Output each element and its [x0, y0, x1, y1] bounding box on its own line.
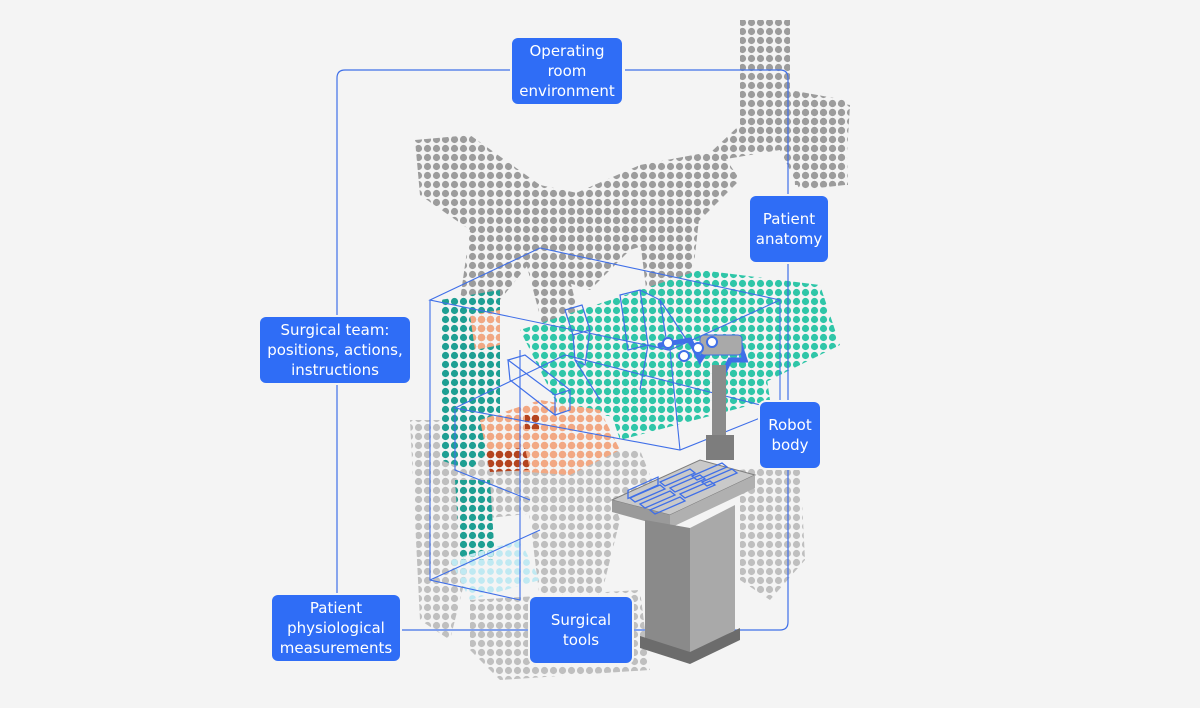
- robot-arms-dotted: [410, 20, 850, 680]
- label-line: body: [771, 436, 809, 454]
- robot-arm-small: [657, 334, 749, 460]
- label-surgical-team: Surgical team: positions, actions, instr…: [260, 317, 410, 383]
- label-patient-anatomy: Patient anatomy: [750, 196, 828, 262]
- label-surgical-tools: Surgical tools: [530, 597, 632, 663]
- label-line: environment: [519, 82, 615, 100]
- label-line: measurements: [279, 639, 393, 657]
- label-line: Surgical team:: [280, 321, 390, 339]
- label-line: Robot: [768, 416, 812, 434]
- label-line: instructions: [291, 361, 379, 379]
- label-line: anatomy: [755, 230, 823, 248]
- boundary-lines: [336, 69, 789, 631]
- instrument-console: [610, 459, 757, 664]
- surgical-tools-wireframe: [506, 289, 691, 417]
- label-line: Patient: [309, 599, 363, 617]
- label-robot-body: Robot body: [760, 402, 820, 468]
- label-patient-physiological-measurements: Patient physiological measurements: [272, 595, 400, 661]
- label-line: Operating: [529, 42, 605, 60]
- label-line: Surgical: [550, 611, 612, 629]
- label-line: positions, actions,: [267, 341, 403, 359]
- label-operating-room-environment: Operating room environment: [512, 38, 622, 104]
- label-line: room: [547, 62, 587, 80]
- label-line: tools: [562, 631, 600, 649]
- label-line: Patient: [762, 210, 816, 228]
- label-line: physiological: [287, 619, 385, 637]
